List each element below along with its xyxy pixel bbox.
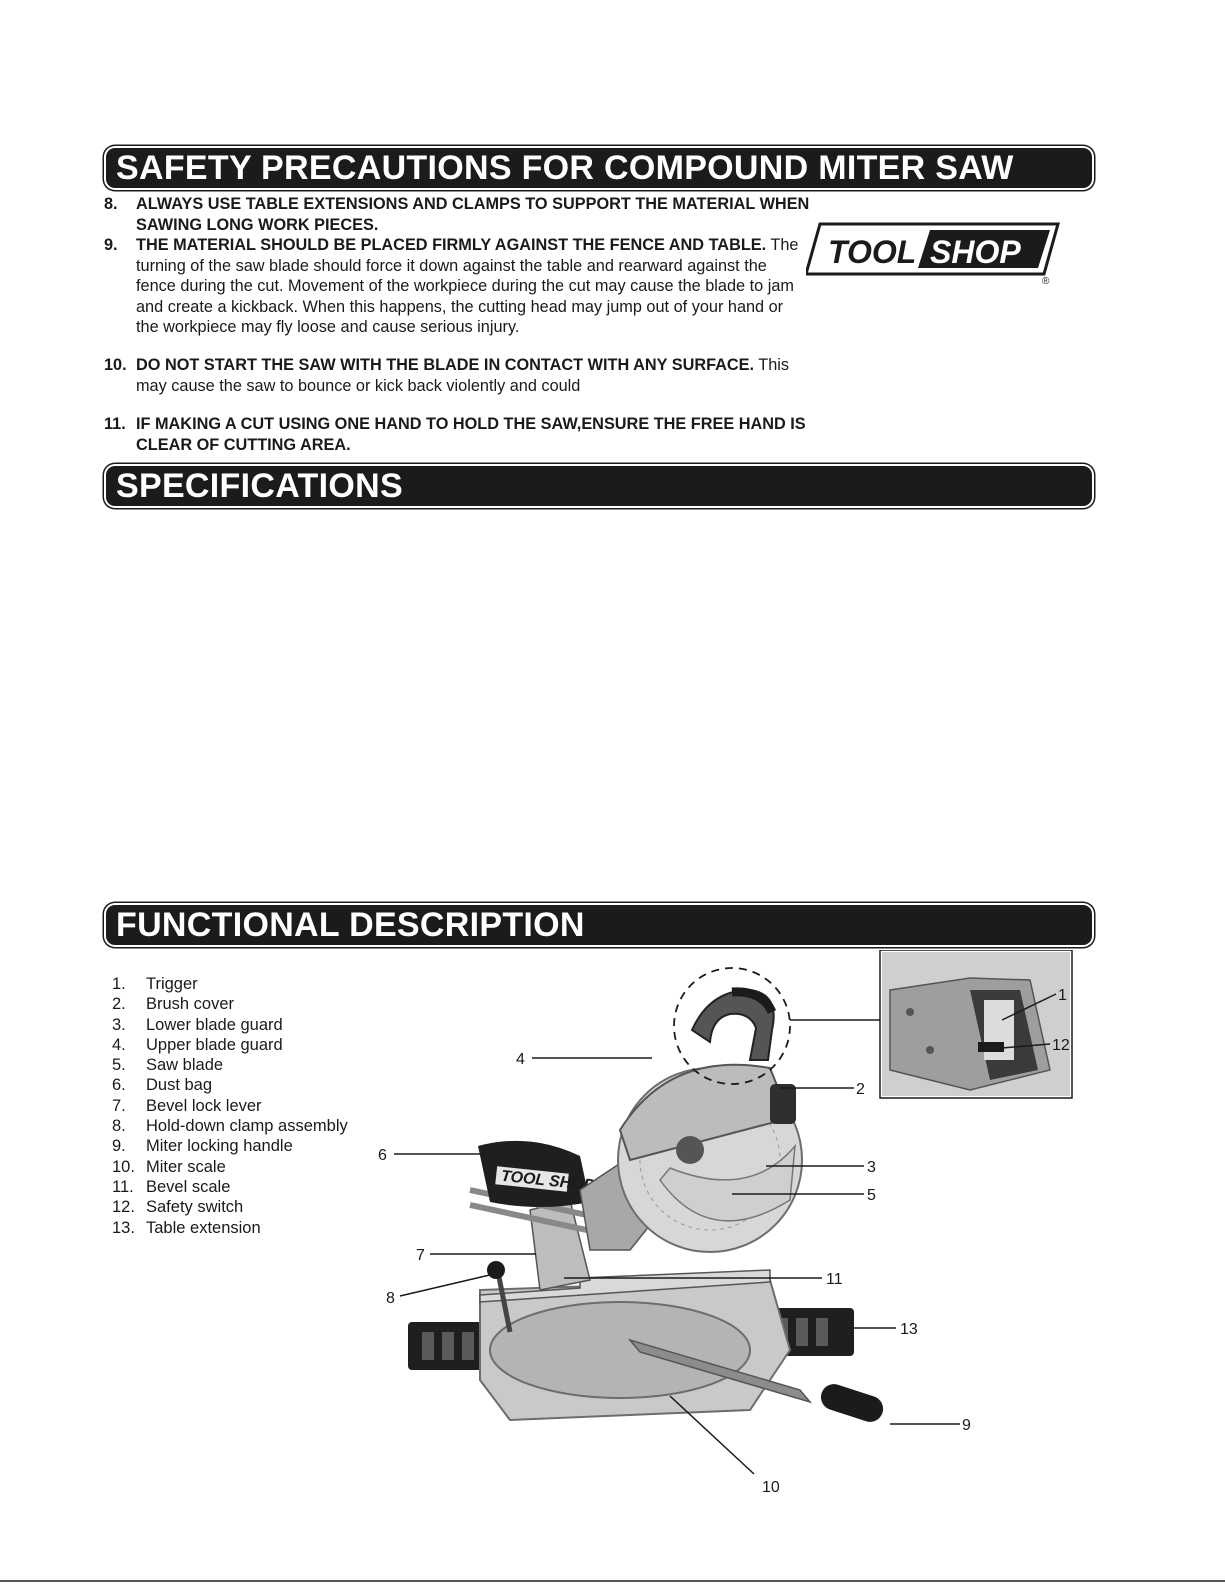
safety-rule-9: 9. THE MATERIAL SHOULD BE PLACED FIRMLY … [104, 236, 799, 336]
part-name: Upper blade guard [146, 1035, 283, 1054]
parts-list: 1. Trigger 2. Brush cover 3. Lower blade guar… [112, 974, 348, 1238]
parts-list-item: 2. Brush cover [112, 994, 348, 1014]
part-number: 5. [112, 1056, 126, 1075]
handle-highlight-circle [673, 967, 791, 1085]
lower-blade-guard [659, 1143, 796, 1222]
miter-locking-handle [820, 1384, 884, 1422]
part-number: 13. [112, 1218, 135, 1237]
part-name: Brush cover [146, 995, 235, 1014]
parts-list-item: 13. Table extension [112, 1218, 348, 1238]
saw-handle [690, 988, 775, 1061]
part-name: Hold-down clamp assembly [146, 1117, 348, 1136]
svg-text:TOOL: TOOL [828, 234, 916, 270]
table-extension-left [408, 1322, 500, 1370]
miter-saw-diagram: TOOL SHOP 1 2 3 4 5 [378, 950, 1073, 1496]
callout-10: 10 [762, 1479, 780, 1496]
part-name: Safety switch [146, 1198, 244, 1217]
part-name: Saw blade [146, 1056, 224, 1075]
safety-precautions-banner: SAFETY PRECAUTIONS FOR COMPOUND MITER SA… [106, 148, 1092, 188]
callout-7: 7 [416, 1247, 425, 1264]
callout-11: 11 [826, 1271, 843, 1288]
part-number: 2. [112, 995, 126, 1014]
hold-down-clamp [495, 1271, 513, 1333]
specifications-banner: SPECIFICATIONS [106, 466, 1092, 506]
miter-arm [627, 1338, 813, 1404]
part-name: Miter locking handle [146, 1137, 293, 1156]
part-number: 9. [112, 1137, 126, 1156]
callout-12: 12 [1052, 1037, 1070, 1054]
part-name: Bevel lock lever [146, 1096, 262, 1115]
parts-list-item: 1. Trigger [112, 974, 348, 994]
parts-list-item: 9. Miter locking handle [112, 1136, 348, 1156]
parts-list-item: 8. Hold-down clamp assembly [112, 1116, 348, 1136]
part-number: 6. [112, 1076, 126, 1095]
safety-rule-11: 11. IF MAKING A CUT USING ONE HAND TO HO… [104, 415, 806, 454]
part-name: Trigger [146, 975, 198, 993]
page-bottom-rule [0, 1580, 1225, 1582]
part-name: Miter scale [146, 1157, 226, 1176]
handle-detail-inset [879, 950, 1073, 1099]
tool-shop-logo: TOOL SHOP ® [806, 222, 1060, 287]
callout-1: 1 [1058, 987, 1067, 1004]
part-number: 7. [112, 1096, 126, 1115]
brush-cover [770, 1084, 796, 1124]
parts-list-item: 10. Miter scale [112, 1157, 348, 1177]
part-number: 12. [112, 1198, 135, 1217]
functional-description-banner: FUNCTIONAL DESCRIPTION [106, 905, 1092, 945]
callout-8: 8 [386, 1290, 395, 1307]
safety-rule-8: 8. ALWAYS USE TABLE EXTENSIONS AND CLAMP… [104, 195, 810, 234]
callout-13: 13 [900, 1321, 918, 1338]
svg-text:SHOP: SHOP [930, 234, 1021, 270]
part-name: Dust bag [146, 1076, 213, 1095]
part-number: 11. [112, 1177, 134, 1196]
callout-6: 6 [378, 1147, 387, 1164]
parts-list-item: 6. Dust bag [112, 1075, 348, 1095]
part-name: Bevel scale [146, 1177, 231, 1196]
upper-blade-guard [618, 1063, 792, 1162]
safety-rule-10: 10. DO NOT START THE SAW WITH THE BLADE … [104, 356, 790, 395]
part-number: 10. [112, 1157, 135, 1176]
callout-3: 3 [867, 1159, 876, 1176]
parts-list-item: 12. Safety switch [112, 1197, 348, 1217]
parts-list-item: 4. Upper blade guard [112, 1035, 348, 1055]
parts-list-item: 5. Saw blade [112, 1055, 348, 1075]
callout-9: 9 [962, 1417, 971, 1434]
svg-text:®: ® [1042, 276, 1050, 287]
part-number: 1. [112, 975, 126, 993]
part-name: Lower blade guard [146, 1015, 283, 1034]
parts-list-item: 3. Lower blade guard [112, 1015, 348, 1035]
part-number: 3. [112, 1015, 126, 1034]
callout-2: 2 [856, 1081, 865, 1098]
turntable [489, 1301, 751, 1399]
callout-4: 4 [516, 1051, 525, 1068]
parts-list-item: 11. Bevel scale [112, 1177, 348, 1197]
part-number: 8. [112, 1117, 126, 1136]
part-name: Table extension [146, 1218, 261, 1237]
callout-5: 5 [867, 1187, 876, 1204]
parts-list-item: 7. Bevel lock lever [112, 1096, 348, 1116]
part-number: 4. [112, 1035, 126, 1054]
